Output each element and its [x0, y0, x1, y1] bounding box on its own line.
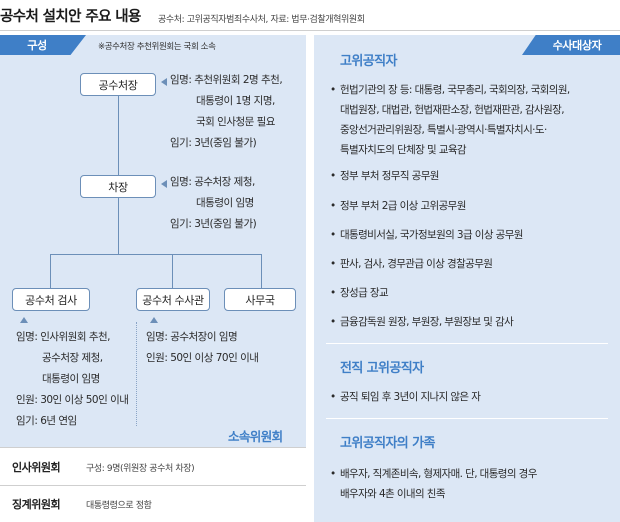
target-item: • 정부 부처 정무직 공무원 [330, 166, 439, 186]
section-heading: 고위공직자 [340, 54, 397, 69]
section-divider [326, 343, 608, 344]
committee-row: 징계위원회 대통령령으로 정함 [0, 485, 306, 522]
deputy-term: 임기: 3년(중임 불가) [170, 218, 257, 230]
investigator-staff: 인원: 50인 이상 70인 이내 [146, 352, 259, 364]
chief-term: 임기: 3년(중임 불가) [170, 137, 257, 149]
page-title: 공수처 설치안 주요 내용 [0, 9, 141, 25]
chief-appoint-line: 국회 인사청문 필요 [196, 116, 275, 128]
target-item-text: 대통령비서실, 국가정보원의 3급 이상 공무원 [340, 229, 523, 241]
deputy-appoint-line: 대통령이 임명 [196, 197, 254, 209]
connector-chief-deputy [118, 96, 119, 176]
bullet-dot-icon: • [330, 468, 336, 480]
committee-desc: 대통령령으로 정함 [86, 501, 152, 511]
target-item: • 장성급 장교 [330, 283, 389, 303]
committee-desc: 구성: 9명(위원장 공수처 차장) [86, 464, 195, 474]
chief-info: 임명: 추천위원회 2명 추천, 대통령이 1명 지명, 국회 인사청문 필요 … [170, 70, 283, 154]
bullet-dot-icon: • [330, 391, 336, 403]
target-item: • 정부 부처 2급 이상 고위공무원 [330, 196, 466, 216]
prosecutor-staff: 인원: 30인 이상 50인 이내 [16, 394, 129, 406]
target-item: • 헌법기관의 장 등: 대통령, 국무총리, 국회의장, 국회의원, 대법원장,… [330, 80, 570, 160]
targets-panel [314, 35, 620, 522]
section-heading: 고위공직자의 가족 [340, 436, 435, 451]
target-item-text: 헌법기관의 장 등: 대통령, 국무총리, 국회의장, 국회의원, 대법원장, … [340, 84, 570, 156]
bullet-dot-icon: • [330, 316, 336, 328]
target-item-text: 판사, 검사, 경무관급 이상 경찰공무원 [340, 258, 493, 270]
column-divider [136, 322, 137, 426]
node-office: 사무국 [224, 288, 296, 311]
committee-note: ※공수처장 추천위원회는 국회 소속 [98, 42, 216, 52]
connector-deputy-down [118, 198, 119, 254]
section-divider [326, 418, 608, 419]
committee-label: 징계위원회 [12, 498, 61, 511]
target-item: • 공직 퇴임 후 3년이 지나지 않은 자 [330, 387, 481, 407]
chief-pointer-icon [161, 78, 167, 86]
node-chief: 공수처장 [80, 73, 156, 96]
target-item-text: 정부 부처 정무직 공무원 [340, 170, 439, 182]
investigator-appoint: 임명: 공수처장이 임명 [146, 331, 238, 343]
prosecutor-appoint-line: 대통령이 임명 [42, 373, 100, 385]
committee-row: 인사위원회 구성: 9명(위원장 공수처 차장) [0, 447, 306, 485]
connector-investigator [172, 254, 173, 288]
investigator-info: 임명: 공수처장이 임명 인원: 50인 이상 70인 이내 [146, 327, 259, 369]
chief-appoint-label: 임명: [170, 74, 192, 86]
bullet-dot-icon: • [330, 170, 336, 182]
target-item-text: 공직 퇴임 후 3년이 지나지 않은 자 [340, 391, 481, 403]
target-item: • 대통령비서실, 국가정보원의 3급 이상 공무원 [330, 225, 523, 245]
title-divider [0, 30, 620, 31]
deputy-appoint-line: 공수처장 제청, [194, 176, 255, 188]
target-item: • 판사, 검사, 경무관급 이상 경찰공무원 [330, 254, 493, 274]
target-item-text: 금융감독원 원장, 부원장, 부원장보 및 감사 [340, 316, 514, 328]
organization-panel [0, 35, 306, 447]
target-item: • 금융감독원 원장, 부원장, 부원장보 및 감사 [330, 312, 514, 332]
target-item-text: 정부 부처 2급 이상 고위공무원 [340, 200, 466, 212]
connector-office [261, 254, 262, 288]
prosecutor-pointer-icon [20, 317, 28, 323]
node-deputy: 차장 [80, 175, 156, 198]
bullet-dot-icon: • [330, 229, 336, 241]
deputy-appoint-label: 임명: [170, 176, 192, 188]
committee-label: 인사위원회 [12, 461, 61, 474]
node-investigator: 공수처 수사관 [136, 288, 210, 311]
section-heading: 전직 고위공직자 [340, 361, 424, 376]
prosecutor-appoint-line: 인사위원회 추천, [40, 331, 110, 343]
prosecutor-info: 임명: 인사위원회 추천, 공수처장 제청, 대통령이 임명 인원: 30인 이… [16, 327, 129, 432]
bullet-dot-icon: • [330, 258, 336, 270]
prosecutor-term: 임기: 6년 연임 [16, 415, 77, 427]
source-caption: 공수처: 고위공직자범죄수사처, 자료: 법무·검찰개혁위원회 [158, 15, 365, 25]
chief-appoint-line: 추천위원회 2명 추천, [194, 74, 283, 86]
bullet-dot-icon: • [330, 200, 336, 212]
bullet-dot-icon: • [330, 84, 336, 96]
target-item: • 배우자, 직계존비속, 형제자매. 단, 대통령의 경우 배우자와 4촌 이내… [330, 464, 537, 504]
target-item-text: 배우자, 직계존비속, 형제자매. 단, 대통령의 경우 배우자와 4촌 이내의… [340, 468, 537, 500]
chief-appoint-line: 대통령이 1명 지명, [196, 95, 275, 107]
connector-horizontal [50, 254, 261, 255]
composition-tag: 구성 [0, 35, 86, 55]
deputy-info: 임명: 공수처장 제청, 대통령이 임명 임기: 3년(중임 불가) [170, 172, 257, 235]
bullet-dot-icon: • [330, 287, 336, 299]
connector-prosecutor [50, 254, 51, 288]
prosecutor-appoint-line: 공수처장 제청, [42, 352, 103, 364]
committees-title: 소속위원회 [228, 429, 283, 444]
node-prosecutor: 공수처 검사 [12, 288, 90, 311]
prosecutor-appoint-label: 임명: [16, 331, 38, 343]
deputy-pointer-icon [161, 180, 167, 188]
investigator-pointer-icon [150, 317, 158, 323]
targets-tag: 수사대상자 [522, 35, 620, 55]
target-item-text: 장성급 장교 [340, 287, 389, 299]
